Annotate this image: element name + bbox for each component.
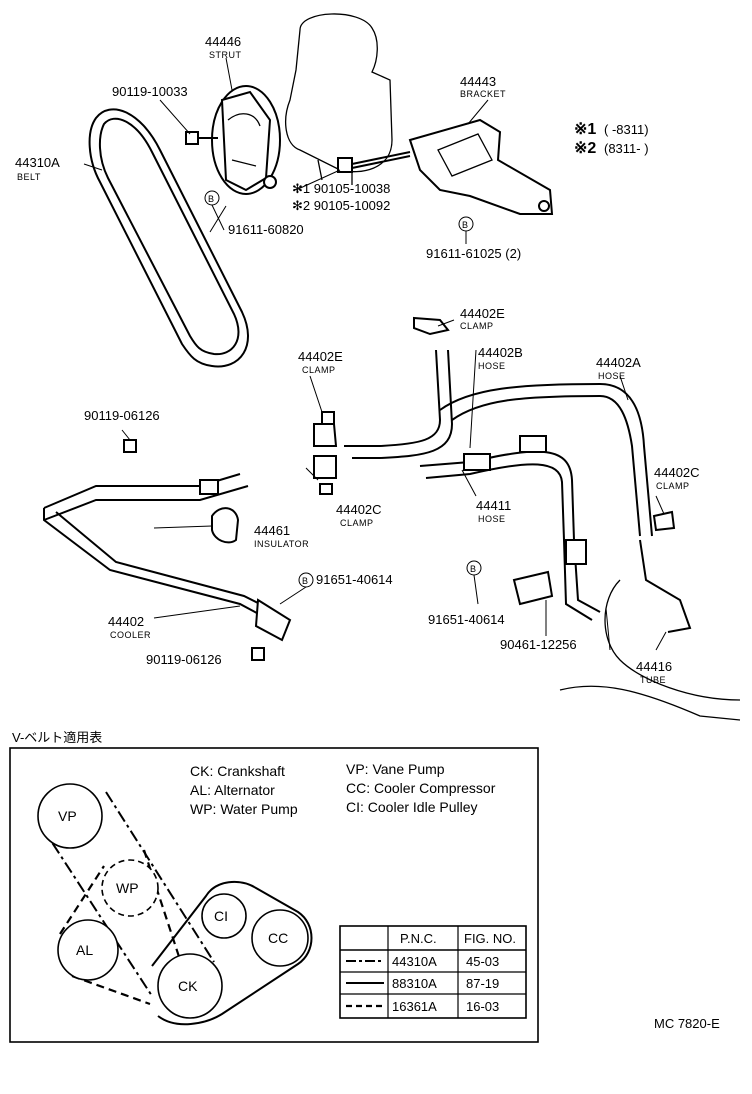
svg-text:※2: ※2 bbox=[574, 140, 596, 157]
svg-text:44310A: 44310A bbox=[392, 954, 437, 969]
pn-90119-06126-bottom: 90119-06126 bbox=[146, 652, 222, 667]
clamp-44402c bbox=[313, 455, 337, 495]
name-strut: STRUT bbox=[209, 50, 242, 60]
name-tube: TUBE bbox=[640, 675, 666, 685]
pn-44310a: 44310A bbox=[15, 155, 60, 170]
svg-text:B: B bbox=[208, 194, 215, 204]
pn-44461: 44461 bbox=[254, 523, 290, 538]
bolt-variant-2: ✻2 90105-10092 bbox=[292, 198, 390, 213]
clamp-90461 bbox=[512, 570, 554, 606]
insulator-44461 bbox=[211, 507, 240, 544]
svg-text:※1: ※1 bbox=[574, 121, 596, 138]
b-marker: B bbox=[458, 216, 474, 232]
pn-44402e-top: 44402E bbox=[460, 306, 505, 321]
bracket-44443 bbox=[408, 118, 554, 215]
pn-90119-06126-top: 90119-06126 bbox=[84, 408, 160, 423]
bolt-variant-1: ✻1 90105-10038 bbox=[292, 181, 390, 196]
name-clamp: CLAMP bbox=[302, 365, 336, 375]
pn-91611-60820: 91611-60820 bbox=[228, 222, 304, 237]
svg-text:CC: Cooler Compressor: CC: Cooler Compressor bbox=[346, 780, 496, 796]
name-clamp: CLAMP bbox=[460, 321, 494, 331]
pn-91651-40614-left: 91651-40614 bbox=[316, 572, 393, 587]
svg-text:87-19: 87-19 bbox=[466, 976, 499, 991]
pn-91611-61025: 91611-61025 (2) bbox=[426, 246, 521, 261]
svg-text:AL: Alternator: AL: Alternator bbox=[190, 782, 275, 798]
pulley-ci: CI bbox=[201, 893, 247, 939]
svg-text:B: B bbox=[462, 220, 469, 230]
pulley-wp: WP bbox=[101, 859, 159, 917]
pulley-vp: VP bbox=[37, 783, 103, 849]
svg-text:(8311- ): (8311- ) bbox=[604, 141, 649, 156]
belt-chart-title: V-ベルト適用表 bbox=[12, 730, 102, 745]
svg-text:45-03: 45-03 bbox=[466, 954, 499, 969]
pn-44402: 44402 bbox=[108, 614, 144, 629]
clamp-44402c bbox=[652, 510, 676, 532]
belt-table: P.N.C. FIG. NO. 44310A 45-03 88310A 87-1… bbox=[339, 925, 527, 1019]
figure-code: MC 7820-E bbox=[654, 1016, 720, 1031]
svg-text:B: B bbox=[470, 564, 477, 574]
belt-chart-frame bbox=[9, 747, 539, 1043]
pn-91651-40614-right: 91651-40614 bbox=[428, 612, 505, 627]
svg-text:VP: Vane Pump: VP: Vane Pump bbox=[346, 761, 445, 777]
hose-44411 bbox=[419, 435, 601, 621]
name-clamp: CLAMP bbox=[656, 481, 690, 491]
pn-90119-10033: 90119-10033 bbox=[112, 84, 188, 99]
name-bracket: BRACKET bbox=[460, 89, 506, 99]
svg-text:FIG. NO.: FIG. NO. bbox=[464, 931, 516, 946]
svg-text:88310A: 88310A bbox=[392, 976, 437, 991]
pulley-al: AL bbox=[57, 919, 119, 981]
svg-text:P.N.C.: P.N.C. bbox=[400, 931, 437, 946]
svg-text:( -8311): ( -8311) bbox=[604, 122, 649, 137]
svg-text:WP: Water Pump: WP: Water Pump bbox=[190, 801, 298, 817]
name-hose: HOSE bbox=[478, 361, 506, 371]
b-marker: B bbox=[204, 190, 220, 206]
hose-44402b bbox=[344, 349, 653, 537]
pn-44411: 44411 bbox=[476, 498, 511, 513]
name-insulator: INSULATOR bbox=[254, 539, 309, 549]
b-marker: B bbox=[298, 572, 314, 588]
pulley-ck: CK bbox=[157, 953, 223, 1019]
svg-text:WP: WP bbox=[116, 880, 139, 896]
pn-90461-12256: 90461-12256 bbox=[500, 637, 577, 652]
svg-text:CC: CC bbox=[268, 930, 288, 946]
svg-text:16361A: 16361A bbox=[392, 999, 437, 1014]
bolt-90105 bbox=[337, 151, 411, 173]
svg-text:CK: CK bbox=[178, 978, 198, 994]
belt-chart-legend: CK: Crankshaft AL: Alternator WP: Water … bbox=[190, 761, 496, 817]
pn-44443: 44443 bbox=[460, 74, 496, 89]
svg-text:AL: AL bbox=[76, 942, 93, 958]
pulley-cc: CC bbox=[251, 909, 309, 967]
svg-text:CK: Crankshaft: CK: Crankshaft bbox=[190, 763, 285, 779]
svg-text:VP: VP bbox=[58, 808, 77, 824]
pn-44402e-left: 44402E bbox=[298, 349, 343, 364]
bolt-90119-10033 bbox=[185, 131, 218, 145]
name-belt: BELT bbox=[17, 172, 41, 182]
clamp-44402e bbox=[413, 316, 450, 336]
serial-notes: ※1 ( -8311) ※2 (8311- ) bbox=[574, 121, 649, 157]
bolt-90119-06126 bbox=[123, 439, 137, 453]
svg-text:16-03: 16-03 bbox=[466, 999, 499, 1014]
svg-text:CI: CI bbox=[214, 908, 228, 924]
svg-text:CI: Cooler Idle Pulley: CI: Cooler Idle Pulley bbox=[346, 799, 478, 815]
name-hose: HOSE bbox=[598, 371, 626, 381]
name-cooler: COOLER bbox=[110, 630, 151, 640]
pn-44416: 44416 bbox=[636, 659, 672, 674]
belt-routing bbox=[39, 791, 313, 1026]
tube-44416 bbox=[559, 539, 741, 721]
strut-bracket bbox=[211, 85, 281, 195]
pn-44402b: 44402B bbox=[478, 345, 523, 360]
pn-44402a: 44402A bbox=[596, 355, 641, 370]
name-hose: HOSE bbox=[478, 514, 506, 524]
pn-44402c-right: 44402C bbox=[654, 465, 700, 480]
clamp-44402e bbox=[313, 411, 338, 447]
bolt-90119-06126 bbox=[251, 647, 265, 661]
belt-44310a bbox=[88, 108, 249, 368]
name-clamp: CLAMP bbox=[340, 518, 374, 528]
pn-44446: 44446 bbox=[205, 34, 241, 49]
pn-44402c-left: 44402C bbox=[336, 502, 382, 517]
cooler-44402 bbox=[43, 473, 292, 642]
svg-text:B: B bbox=[302, 576, 309, 586]
b-marker: B bbox=[466, 560, 482, 576]
